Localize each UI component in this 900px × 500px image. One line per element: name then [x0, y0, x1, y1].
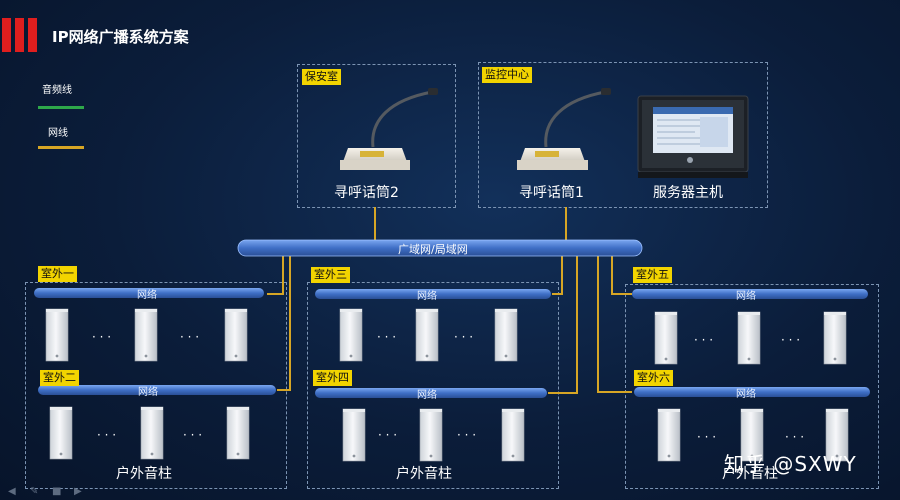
outdoor-box-middle — [307, 282, 559, 489]
speaker-column — [140, 406, 164, 460]
speaker-column — [45, 308, 69, 362]
speaker-column — [740, 408, 764, 462]
legend-network-label: 网线 — [48, 128, 68, 139]
ellipsis: · · · — [454, 330, 474, 344]
wire-outdoor-4 — [548, 256, 578, 394]
bus-outdoor-3 — [315, 289, 551, 299]
speaker-column — [501, 408, 525, 462]
outdoor-left-caption: 户外音柱 — [116, 466, 172, 482]
speaker-column — [49, 406, 73, 460]
bus-outdoor-2 — [38, 385, 276, 395]
bus-outdoor-4 — [315, 388, 547, 398]
bus-outdoor-6 — [634, 387, 870, 397]
menu-icon[interactable]: ■ — [52, 486, 62, 497]
ellipsis: · · · — [781, 333, 801, 347]
prev-slide-icon[interactable]: ◀ — [8, 486, 16, 497]
ellipsis: · · · — [97, 428, 117, 442]
outdoor-2-bus-label: 网络 — [138, 387, 158, 398]
legend-audio-label: 音频线 — [42, 85, 72, 96]
wire-outdoor-6 — [597, 256, 632, 393]
wire-outdoor-1 — [267, 241, 284, 295]
server-host-device — [637, 95, 749, 178]
ellipsis: · · · — [377, 330, 397, 344]
monitor-center-tag: 监控中心 — [482, 67, 532, 83]
speaker-column — [657, 408, 681, 462]
outdoor-1-tag: 室外一 — [38, 266, 77, 282]
outdoor-2-tag: 室外二 — [40, 370, 79, 386]
wire-outdoor-2 — [277, 256, 291, 391]
bus-outdoor-1 — [34, 288, 264, 298]
outdoor-5-bus-label: 网络 — [736, 291, 756, 302]
monitor-center-box — [478, 62, 768, 208]
outdoor-box-right — [625, 284, 879, 489]
speaker-column — [342, 408, 366, 462]
ellipsis: · · · — [92, 330, 112, 344]
legend-audio-line — [38, 106, 84, 109]
speaker-column — [823, 311, 847, 365]
network-wires — [267, 207, 632, 394]
outdoor-6-bus-label: 网络 — [736, 389, 756, 400]
watermark: 知乎 @SXWY — [724, 452, 857, 476]
paging-mic-1-caption: 寻呼话筒1 — [519, 185, 584, 201]
outdoor-box-left — [25, 282, 287, 489]
speaker-column — [825, 408, 849, 462]
wan-bus — [237, 239, 643, 257]
paging-mic-1-device — [517, 88, 611, 170]
outdoor-1-bus-label: 网络 — [137, 290, 157, 301]
speaker-column — [226, 406, 250, 460]
ellipsis: · · · — [180, 330, 200, 344]
speaker-column — [339, 308, 363, 362]
page-title: IP网络广播系统方案 — [52, 28, 189, 46]
header-accent-bars — [0, 18, 40, 52]
legend-network-line — [38, 146, 84, 149]
paging-mic-2-caption: 寻呼话筒2 — [334, 185, 399, 201]
ellipsis: · · · — [378, 428, 398, 442]
paging-mic-2-device — [340, 88, 438, 170]
speaker-column — [415, 308, 439, 362]
outdoor-3-tag: 室外三 — [311, 267, 350, 283]
outdoor-5-tag: 室外五 — [633, 267, 672, 283]
outdoor-buses — [34, 288, 870, 398]
outdoor-4-bus-label: 网络 — [417, 390, 437, 401]
speaker-column — [494, 308, 518, 362]
next-slide-icon[interactable]: ▶ — [74, 486, 82, 497]
speaker-column — [134, 308, 158, 362]
speaker-column — [224, 308, 248, 362]
speaker-column — [654, 311, 678, 365]
ellipsis: · · · — [457, 428, 477, 442]
outdoor-6-tag: 室外六 — [634, 370, 673, 386]
speaker-column — [737, 311, 761, 365]
security-room-box — [297, 64, 456, 208]
speaker-columns — [45, 308, 849, 462]
wire-outdoor-5 — [611, 256, 632, 295]
ellipsis: · · · — [785, 430, 805, 444]
outdoor-3-bus-label: 网络 — [417, 291, 437, 302]
pen-icon[interactable]: ✎ — [30, 486, 39, 497]
speaker-column — [419, 408, 443, 462]
outdoor-right-caption: 户外音柱 — [722, 466, 778, 482]
server-host-caption: 服务器主机 — [653, 185, 723, 201]
ellipsis: · · · — [697, 430, 717, 444]
ellipsis: · · · — [183, 428, 203, 442]
wire-outdoor-3 — [552, 256, 563, 295]
security-room-tag: 保安室 — [302, 69, 341, 85]
wan-bus-label: 广域网/局域网 — [398, 243, 468, 256]
ellipsis: · · · — [694, 333, 714, 347]
slide-toolbar: ◀ ✎ ■ ▶ — [8, 486, 98, 498]
bus-outdoor-5 — [632, 289, 868, 299]
outdoor-middle-caption: 户外音柱 — [396, 466, 452, 482]
outdoor-4-tag: 室外四 — [313, 370, 352, 386]
